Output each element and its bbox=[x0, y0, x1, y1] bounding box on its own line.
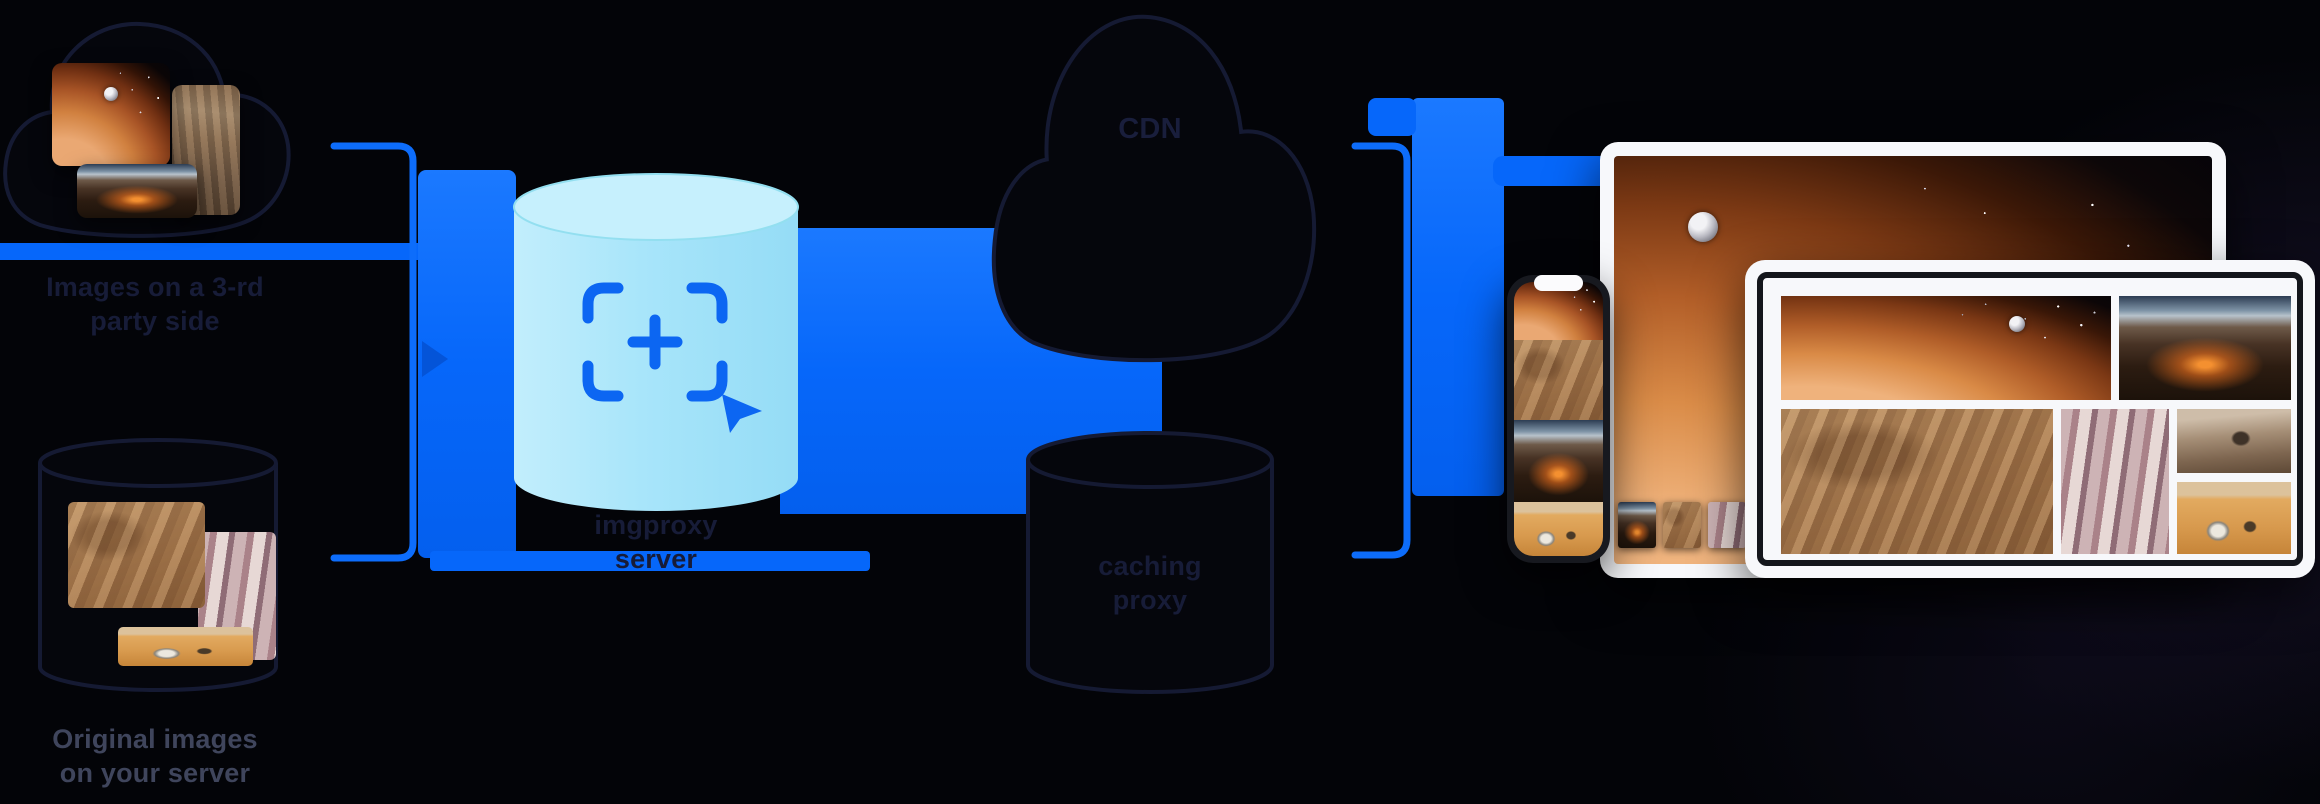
phone-device bbox=[1507, 275, 1610, 563]
tablet-photo-rover bbox=[2177, 409, 2291, 473]
cdn-cloud bbox=[994, 17, 1314, 360]
origin-server-label: Original images on your server bbox=[5, 722, 305, 790]
tablet-screen bbox=[1757, 272, 2303, 566]
tablet-photo-desert bbox=[2177, 482, 2291, 554]
imgproxy-label-line2: server bbox=[614, 544, 698, 574]
caching-proxy-label-line1: caching bbox=[1098, 551, 1202, 581]
tablet-photo-planet bbox=[1781, 296, 2111, 400]
origin-server-label-line1: Original images bbox=[52, 724, 258, 754]
capsule-icon bbox=[2009, 316, 2025, 332]
capsule-icon bbox=[104, 87, 118, 101]
phone-photo-desert bbox=[1514, 502, 1603, 556]
crop-frame-plus-icon bbox=[582, 282, 728, 402]
tablet-photo-lander-cliff bbox=[2119, 296, 2291, 400]
flow-bar-under-cylinder bbox=[430, 551, 870, 571]
phone-photo-lander-cliff bbox=[1514, 420, 1603, 502]
photo-mars-desert-lander bbox=[118, 627, 253, 666]
flow-bridge-top bbox=[1493, 156, 1609, 186]
phone-notch bbox=[1534, 275, 1583, 291]
tablet-photo-strata bbox=[2061, 409, 2169, 554]
laptop-thumbnail bbox=[1618, 502, 1656, 548]
laptop-thumbnail bbox=[1663, 502, 1701, 548]
cdn-label-text: CDN bbox=[1118, 113, 1182, 145]
imgproxy-label-line1: imgproxy bbox=[594, 510, 718, 540]
phone-screen bbox=[1514, 282, 1603, 556]
flow-block-to-devices bbox=[1412, 98, 1504, 496]
flow-block-into-processor bbox=[418, 170, 516, 558]
tablet-photo-rock bbox=[1781, 409, 2053, 554]
laptop-thumbnail bbox=[1708, 502, 1746, 548]
flow-line-right-bracket bbox=[1351, 142, 1411, 559]
third-party-label-line1: Images on a 3-rd bbox=[46, 272, 264, 302]
photo-mars-planet bbox=[52, 63, 170, 166]
caching-proxy-cylinder bbox=[1026, 431, 1274, 694]
tablet-device bbox=[1745, 260, 2315, 578]
cdn-label: CDN bbox=[1050, 112, 1250, 146]
flow-line-left-bracket bbox=[330, 142, 417, 562]
third-party-label-line2: party side bbox=[90, 306, 220, 336]
photo-mars-rock bbox=[68, 502, 205, 608]
flow-tab-top bbox=[1368, 98, 1416, 136]
flow-arrowhead-notch bbox=[422, 341, 448, 377]
photo-mars-lander-cliff bbox=[77, 164, 197, 218]
cursor-arrow-icon bbox=[722, 394, 762, 433]
imgproxy-label: imgproxy server bbox=[506, 508, 806, 576]
phone-photo-rock bbox=[1514, 340, 1603, 420]
capsule-icon bbox=[1688, 212, 1718, 242]
phone-photo-planet bbox=[1514, 282, 1603, 340]
third-party-label: Images on a 3-rd party side bbox=[0, 270, 310, 338]
caching-proxy-label-line2: proxy bbox=[1112, 585, 1188, 615]
flow-bar-left bbox=[0, 243, 420, 260]
origin-server-label-line2: on your server bbox=[59, 758, 251, 788]
caching-proxy-label: caching proxy bbox=[1050, 549, 1250, 617]
